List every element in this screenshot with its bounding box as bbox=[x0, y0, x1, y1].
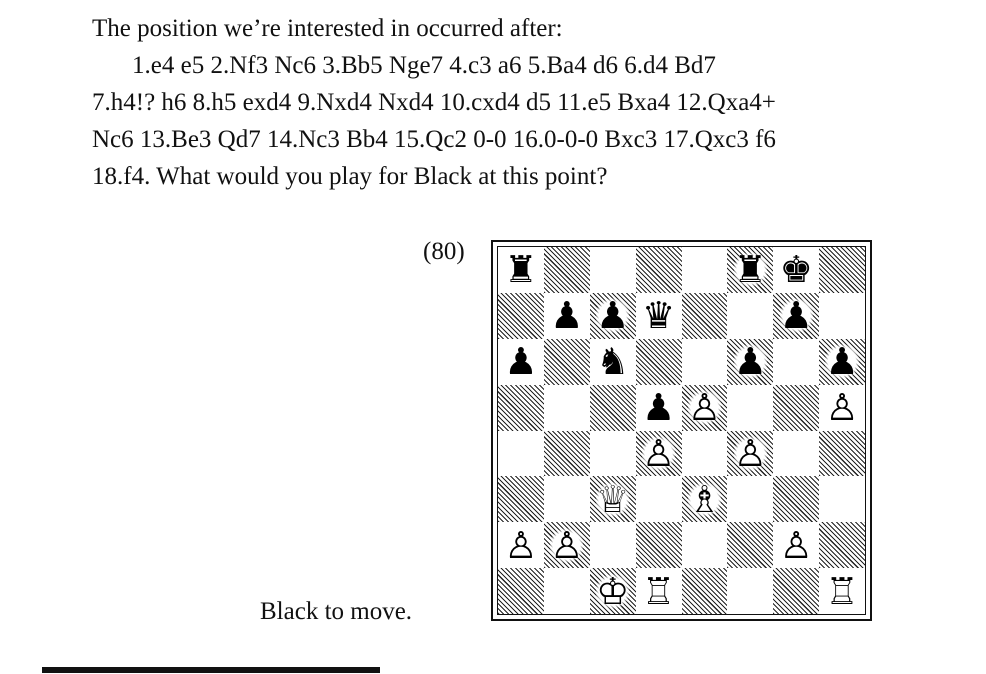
square-h4 bbox=[819, 430, 865, 477]
white-queen-icon: ♕ bbox=[596, 477, 630, 521]
black-pawn-icon: ♟ bbox=[733, 340, 767, 384]
square-a2: ♙ bbox=[498, 522, 544, 569]
square-f3 bbox=[727, 476, 774, 523]
black-rook-icon: ♜ bbox=[504, 248, 538, 292]
square-b4 bbox=[543, 430, 590, 477]
black-knight-icon: ♞ bbox=[596, 340, 630, 384]
square-c2 bbox=[589, 522, 636, 569]
square-h3 bbox=[819, 476, 865, 523]
square-d5: ♟ bbox=[635, 384, 682, 431]
square-e1 bbox=[681, 568, 728, 614]
square-g5 bbox=[773, 384, 820, 431]
square-b6 bbox=[543, 338, 590, 385]
square-e4 bbox=[681, 430, 728, 477]
white-pawn-icon: ♙ bbox=[779, 523, 813, 567]
square-c3: ♕ bbox=[589, 476, 636, 523]
square-g1 bbox=[773, 568, 820, 614]
square-c1: ♔ bbox=[589, 568, 636, 614]
square-g3 bbox=[773, 476, 820, 523]
black-pawn-icon: ♟ bbox=[825, 340, 859, 384]
chess-board: ♜♜♚♟♟♛♟♟♞♟♟♟♙♙♙♙♕♗♙♙♙♔♖♖ bbox=[497, 246, 866, 615]
white-pawn-icon: ♙ bbox=[641, 431, 676, 475]
square-a4 bbox=[498, 430, 544, 477]
square-c5 bbox=[589, 384, 636, 431]
moves-line-4: 18.f4. What would you play for Black at … bbox=[92, 163, 608, 190]
square-b8 bbox=[543, 247, 590, 293]
square-b3 bbox=[543, 476, 590, 523]
moves-line-3: Nc6 13.Be3 Qd7 14.Nc3 Bb4 15.Qc2 0-0 16.… bbox=[92, 126, 776, 153]
square-a1 bbox=[498, 568, 544, 614]
square-f2 bbox=[727, 522, 774, 569]
white-pawn-icon: ♙ bbox=[825, 386, 859, 430]
square-h2 bbox=[819, 522, 865, 569]
square-g4 bbox=[773, 430, 820, 477]
square-c8 bbox=[589, 247, 636, 293]
black-king-icon: ♚ bbox=[779, 248, 813, 292]
square-h8 bbox=[819, 247, 865, 293]
white-pawn-icon: ♙ bbox=[733, 431, 767, 475]
divider-rule bbox=[42, 667, 380, 673]
square-b2: ♙ bbox=[543, 522, 590, 569]
black-pawn-icon: ♟ bbox=[504, 340, 538, 384]
square-f8: ♜ bbox=[727, 247, 774, 293]
white-pawn-icon: ♙ bbox=[687, 386, 722, 430]
chess-diagram: ♜♜♚♟♟♛♟♟♞♟♟♟♙♙♙♙♕♗♙♙♙♔♖♖ bbox=[491, 240, 872, 621]
white-pawn-icon: ♙ bbox=[550, 523, 584, 567]
square-c6: ♞ bbox=[589, 338, 636, 385]
square-c4 bbox=[589, 430, 636, 477]
intro-line: The position we’re interested in occurre… bbox=[92, 15, 563, 42]
square-f4: ♙ bbox=[727, 430, 774, 477]
black-pawn-icon: ♟ bbox=[641, 386, 676, 430]
square-a8: ♜ bbox=[498, 247, 544, 293]
square-d8 bbox=[635, 247, 682, 293]
white-rook-icon: ♖ bbox=[825, 569, 859, 613]
square-h5: ♙ bbox=[819, 384, 865, 431]
black-queen-icon: ♛ bbox=[641, 294, 676, 338]
move-text: The position we’re interested in occurre… bbox=[92, 10, 922, 195]
square-h1: ♖ bbox=[819, 568, 865, 614]
moves-line-2: 7.h4!? h6 8.h5 exd4 9.Nxd4 Nxd4 10.cxd4 … bbox=[92, 89, 776, 116]
square-d4: ♙ bbox=[635, 430, 682, 477]
white-bishop-icon: ♗ bbox=[687, 477, 722, 521]
square-f7 bbox=[727, 292, 774, 339]
black-rook-icon: ♜ bbox=[733, 248, 767, 292]
white-rook-icon: ♖ bbox=[641, 569, 676, 613]
square-e5: ♙ bbox=[681, 384, 728, 431]
white-king-icon: ♔ bbox=[596, 569, 630, 613]
square-a6: ♟ bbox=[498, 338, 544, 385]
white-pawn-icon: ♙ bbox=[504, 523, 538, 567]
square-g2: ♙ bbox=[773, 522, 820, 569]
square-e2 bbox=[681, 522, 728, 569]
square-e3: ♗ bbox=[681, 476, 728, 523]
square-h7 bbox=[819, 292, 865, 339]
square-g7: ♟ bbox=[773, 292, 820, 339]
square-f6: ♟ bbox=[727, 338, 774, 385]
black-pawn-icon: ♟ bbox=[596, 294, 630, 338]
moves-line-1: 1.e4 e5 2.Nf3 Nc6 3.Bb5 Nge7 4.c3 a6 5.B… bbox=[132, 52, 716, 79]
diagram-caption: Black to move. bbox=[260, 598, 413, 625]
black-pawn-icon: ♟ bbox=[779, 294, 813, 338]
black-pawn-icon: ♟ bbox=[550, 294, 584, 338]
square-a3 bbox=[498, 476, 544, 523]
square-b5 bbox=[543, 384, 590, 431]
square-e6 bbox=[681, 338, 728, 385]
square-d2 bbox=[635, 522, 682, 569]
square-f5 bbox=[727, 384, 774, 431]
square-h6: ♟ bbox=[819, 338, 865, 385]
square-c7: ♟ bbox=[589, 292, 636, 339]
square-d7: ♛ bbox=[635, 292, 682, 339]
square-g6 bbox=[773, 338, 820, 385]
square-e8 bbox=[681, 247, 728, 293]
square-b1 bbox=[543, 568, 590, 614]
square-b7: ♟ bbox=[543, 292, 590, 339]
square-e7 bbox=[681, 292, 728, 339]
square-f1 bbox=[727, 568, 774, 614]
square-d3 bbox=[635, 476, 682, 523]
square-d1: ♖ bbox=[635, 568, 682, 614]
square-a5 bbox=[498, 384, 544, 431]
square-d6 bbox=[635, 338, 682, 385]
diagram-number: (80) bbox=[423, 238, 465, 265]
square-g8: ♚ bbox=[773, 247, 820, 293]
square-a7 bbox=[498, 292, 544, 339]
